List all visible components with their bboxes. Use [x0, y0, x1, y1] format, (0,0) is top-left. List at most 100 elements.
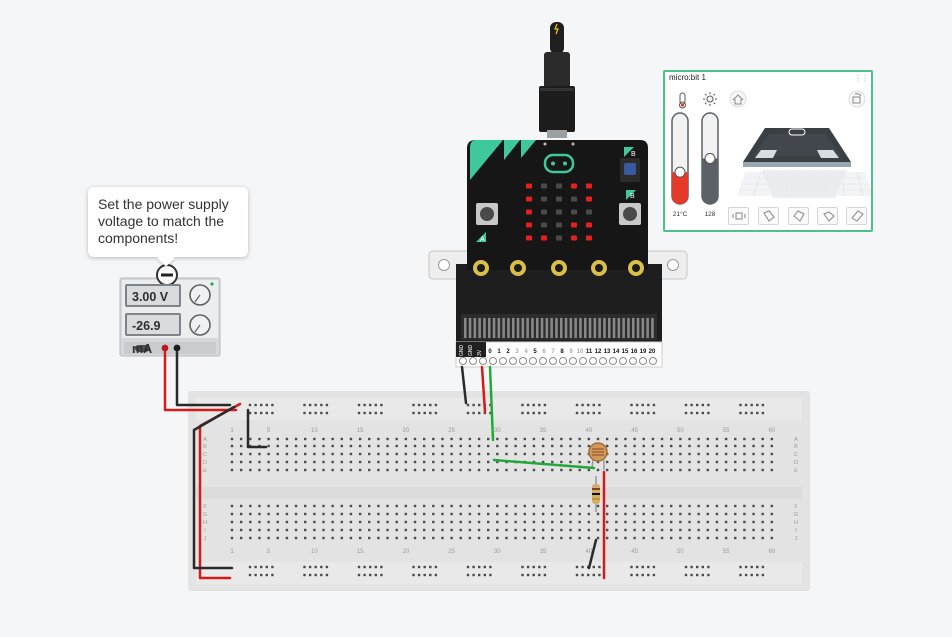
pin-label: 4 [524, 349, 528, 355]
pin-label: 0 [488, 349, 492, 355]
virtual-floor [737, 170, 871, 198]
microbit-simulator-panel[interactable]: micro:bit 1 ⋮⋮ [663, 70, 873, 232]
breakout-pin[interactable] [599, 357, 607, 365]
breakout-pin[interactable] [529, 357, 537, 365]
home-icon[interactable] [729, 90, 747, 108]
panel-title: micro:bit 1 [669, 73, 706, 82]
temperature-slider[interactable] [671, 112, 689, 205]
column-number: 40 [586, 549, 593, 555]
column-number: 15 [357, 428, 364, 434]
led [526, 235, 532, 241]
breakout-pin[interactable] [509, 357, 517, 365]
breakout-pin[interactable] [649, 357, 657, 365]
wire-black-rail [192, 405, 236, 570]
wire-black-psu [175, 350, 232, 407]
shake-icon[interactable] [728, 207, 749, 225]
sun-icon [703, 92, 717, 106]
column-number: 50 [677, 428, 684, 434]
row-letter: C [203, 452, 207, 458]
column-number: 10 [311, 428, 318, 434]
led [556, 222, 562, 228]
led [586, 209, 592, 215]
column-number: 20 [403, 428, 410, 434]
column-number: 15 [357, 549, 364, 555]
breakout-pins[interactable] [459, 357, 657, 365]
button-b[interactable] [619, 203, 641, 225]
column-number: 45 [631, 549, 638, 555]
breakout-pin[interactable] [459, 357, 467, 365]
breakout-pin[interactable] [539, 357, 547, 365]
column-number: 20 [403, 549, 410, 555]
rotate-icon[interactable] [848, 90, 866, 108]
breakout-pin[interactable] [589, 357, 597, 365]
breadboard[interactable]: 1155101015152020252530303535404045455050… [188, 391, 810, 591]
breakout-pin[interactable] [579, 357, 587, 365]
pin-label: 2 [506, 349, 510, 355]
power-switch[interactable] [135, 345, 149, 352]
led [541, 183, 547, 189]
column-number: 60 [769, 428, 776, 434]
led [541, 235, 547, 241]
row-letter: E [794, 468, 798, 474]
led [586, 222, 592, 228]
tilt-front-icon[interactable] [817, 207, 838, 225]
breakout-pin[interactable] [499, 357, 507, 365]
column-number: 35 [540, 428, 547, 434]
row-letter: D [794, 460, 798, 466]
breakout-pin[interactable] [469, 357, 477, 365]
column-number: 30 [494, 428, 501, 434]
breakout-pin[interactable] [569, 357, 577, 365]
positive-terminal[interactable] [161, 344, 169, 352]
breakout-pin[interactable] [639, 357, 647, 365]
row-letter: E [203, 468, 207, 474]
led [571, 209, 577, 215]
breakout-pin[interactable] [559, 357, 567, 365]
svg-text:B: B [630, 193, 635, 200]
breakout-pin[interactable] [619, 357, 627, 365]
led [541, 196, 547, 202]
breakout-pin[interactable] [629, 357, 637, 365]
reset-button[interactable] [624, 163, 636, 175]
hint-text: Set the power supply voltage to match th… [98, 196, 229, 246]
microbit[interactable]: B A B [467, 140, 648, 276]
microbit-3d-model [743, 128, 851, 167]
breakout-pin[interactable] [609, 357, 617, 365]
light-value: 128 [704, 211, 716, 218]
negative-terminal[interactable] [173, 344, 181, 352]
column-number: 55 [723, 549, 730, 555]
row-letter: B [794, 444, 798, 450]
svg-text:A: A [480, 236, 485, 243]
tilt-left-icon[interactable] [758, 207, 779, 225]
tilt-right-icon[interactable] [788, 207, 809, 225]
light-slider[interactable] [701, 112, 719, 205]
pin-label: 11 [586, 349, 593, 355]
pin-label: 3 [515, 349, 519, 355]
led [586, 183, 592, 189]
pin-label: 16 [631, 349, 638, 355]
button-a[interactable] [476, 203, 498, 225]
column-number: 25 [448, 428, 455, 434]
pin-label: 8 [560, 349, 564, 355]
wire-black-gnd [460, 365, 468, 405]
breakout-pin[interactable] [479, 357, 487, 365]
column-number: 45 [631, 428, 638, 434]
thermometer-icon [679, 92, 686, 109]
wire-black-res [587, 538, 598, 570]
breakout-pin[interactable] [519, 357, 527, 365]
photoresistor[interactable] [588, 442, 608, 470]
column-number: 50 [677, 549, 684, 555]
tilt-back-icon[interactable] [846, 207, 867, 225]
led [571, 183, 577, 189]
pin-label: 3V [477, 349, 483, 356]
breadboard-labels: 1155101015152020252530303535404045455050… [203, 428, 798, 555]
wires[interactable] [163, 350, 606, 580]
breakout-pin[interactable] [549, 357, 557, 365]
drag-handle-icon[interactable]: ⋮⋮ [854, 74, 869, 83]
row-letter: B [203, 444, 207, 450]
pin-label: GND [468, 345, 474, 357]
wire-red-psu [163, 350, 238, 412]
resistor[interactable] [592, 476, 600, 512]
breakout-pin[interactable] [489, 357, 497, 365]
